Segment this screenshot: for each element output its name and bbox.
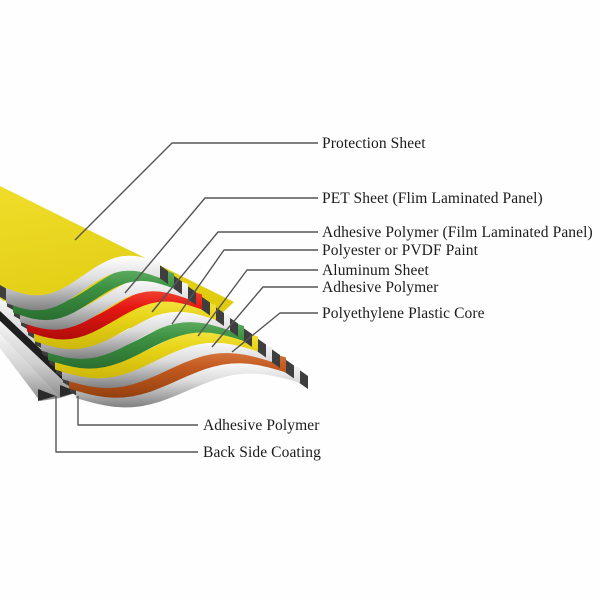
adhesive-polymer-flp-line xyxy=(151,231,318,313)
polyester-pvdf-paint-label: Polyester or PVDF Paint xyxy=(322,242,479,259)
sheet-tip-shadow xyxy=(38,389,56,401)
pet-sheet-line xyxy=(124,197,318,294)
aluminum-sheet-label: Aluminum Sheet xyxy=(322,262,429,279)
layer-stack xyxy=(0,255,308,408)
adhesive-polymer-flp-label: Adhesive Polymer (Film Laminated Panel) xyxy=(322,224,593,241)
pet-film-sheen-layer-step-face xyxy=(158,264,168,284)
pet-sheet-layer-step-face xyxy=(172,274,182,295)
adhesive-polymer-flp-layer-step-face xyxy=(186,285,196,305)
pe-core-upper-layer-step-face xyxy=(242,327,252,347)
polyester-pvdf-paint-layer-step-face xyxy=(200,295,210,316)
base-sheet-middle xyxy=(0,321,76,398)
aluminum-sheet-bottom-layer-step-face xyxy=(270,348,280,368)
polyester-pvdf-paint-line xyxy=(171,249,318,325)
aluminum-sheet-top-layer-step-face xyxy=(228,316,238,337)
protection-sheet-line xyxy=(74,142,318,241)
pet-sheet-label: PET Sheet (Flim Laminated Panel) xyxy=(322,190,543,207)
adhesive-polymer-label: Adhesive Polymer xyxy=(322,279,439,296)
protection-sheet-label: Protection Sheet xyxy=(322,135,426,152)
polyethylene-core-layer-step-face xyxy=(256,337,266,358)
back-side-coating-line xyxy=(55,396,198,453)
adhesive-polymer-bottom-layer-step-face xyxy=(284,358,294,379)
adhesive-polymer-bottom-line xyxy=(77,396,198,426)
aluminum-sheet-line xyxy=(197,269,318,337)
pet-film-sheen-layer xyxy=(6,255,160,311)
polyethylene-core-label: Polyethylene Plastic Core xyxy=(322,305,485,322)
adhesive-polymer-line xyxy=(211,286,318,348)
polyethylene-core-line xyxy=(231,312,318,353)
back-side-coating-layer-step-face xyxy=(298,369,308,389)
callout-lines xyxy=(55,142,318,453)
pet-film-sheen-layer-left-edge xyxy=(0,285,7,301)
back-side-coating-label: Back Side Coating xyxy=(203,444,321,461)
callout-labels: Protection Sheet PET Sheet (Flim Laminat… xyxy=(203,135,593,461)
base-sheet-bottom xyxy=(0,334,60,401)
adhesive-polymer-bottom-label: Adhesive Polymer xyxy=(203,417,320,434)
sheet-tip-shadow xyxy=(60,385,78,397)
